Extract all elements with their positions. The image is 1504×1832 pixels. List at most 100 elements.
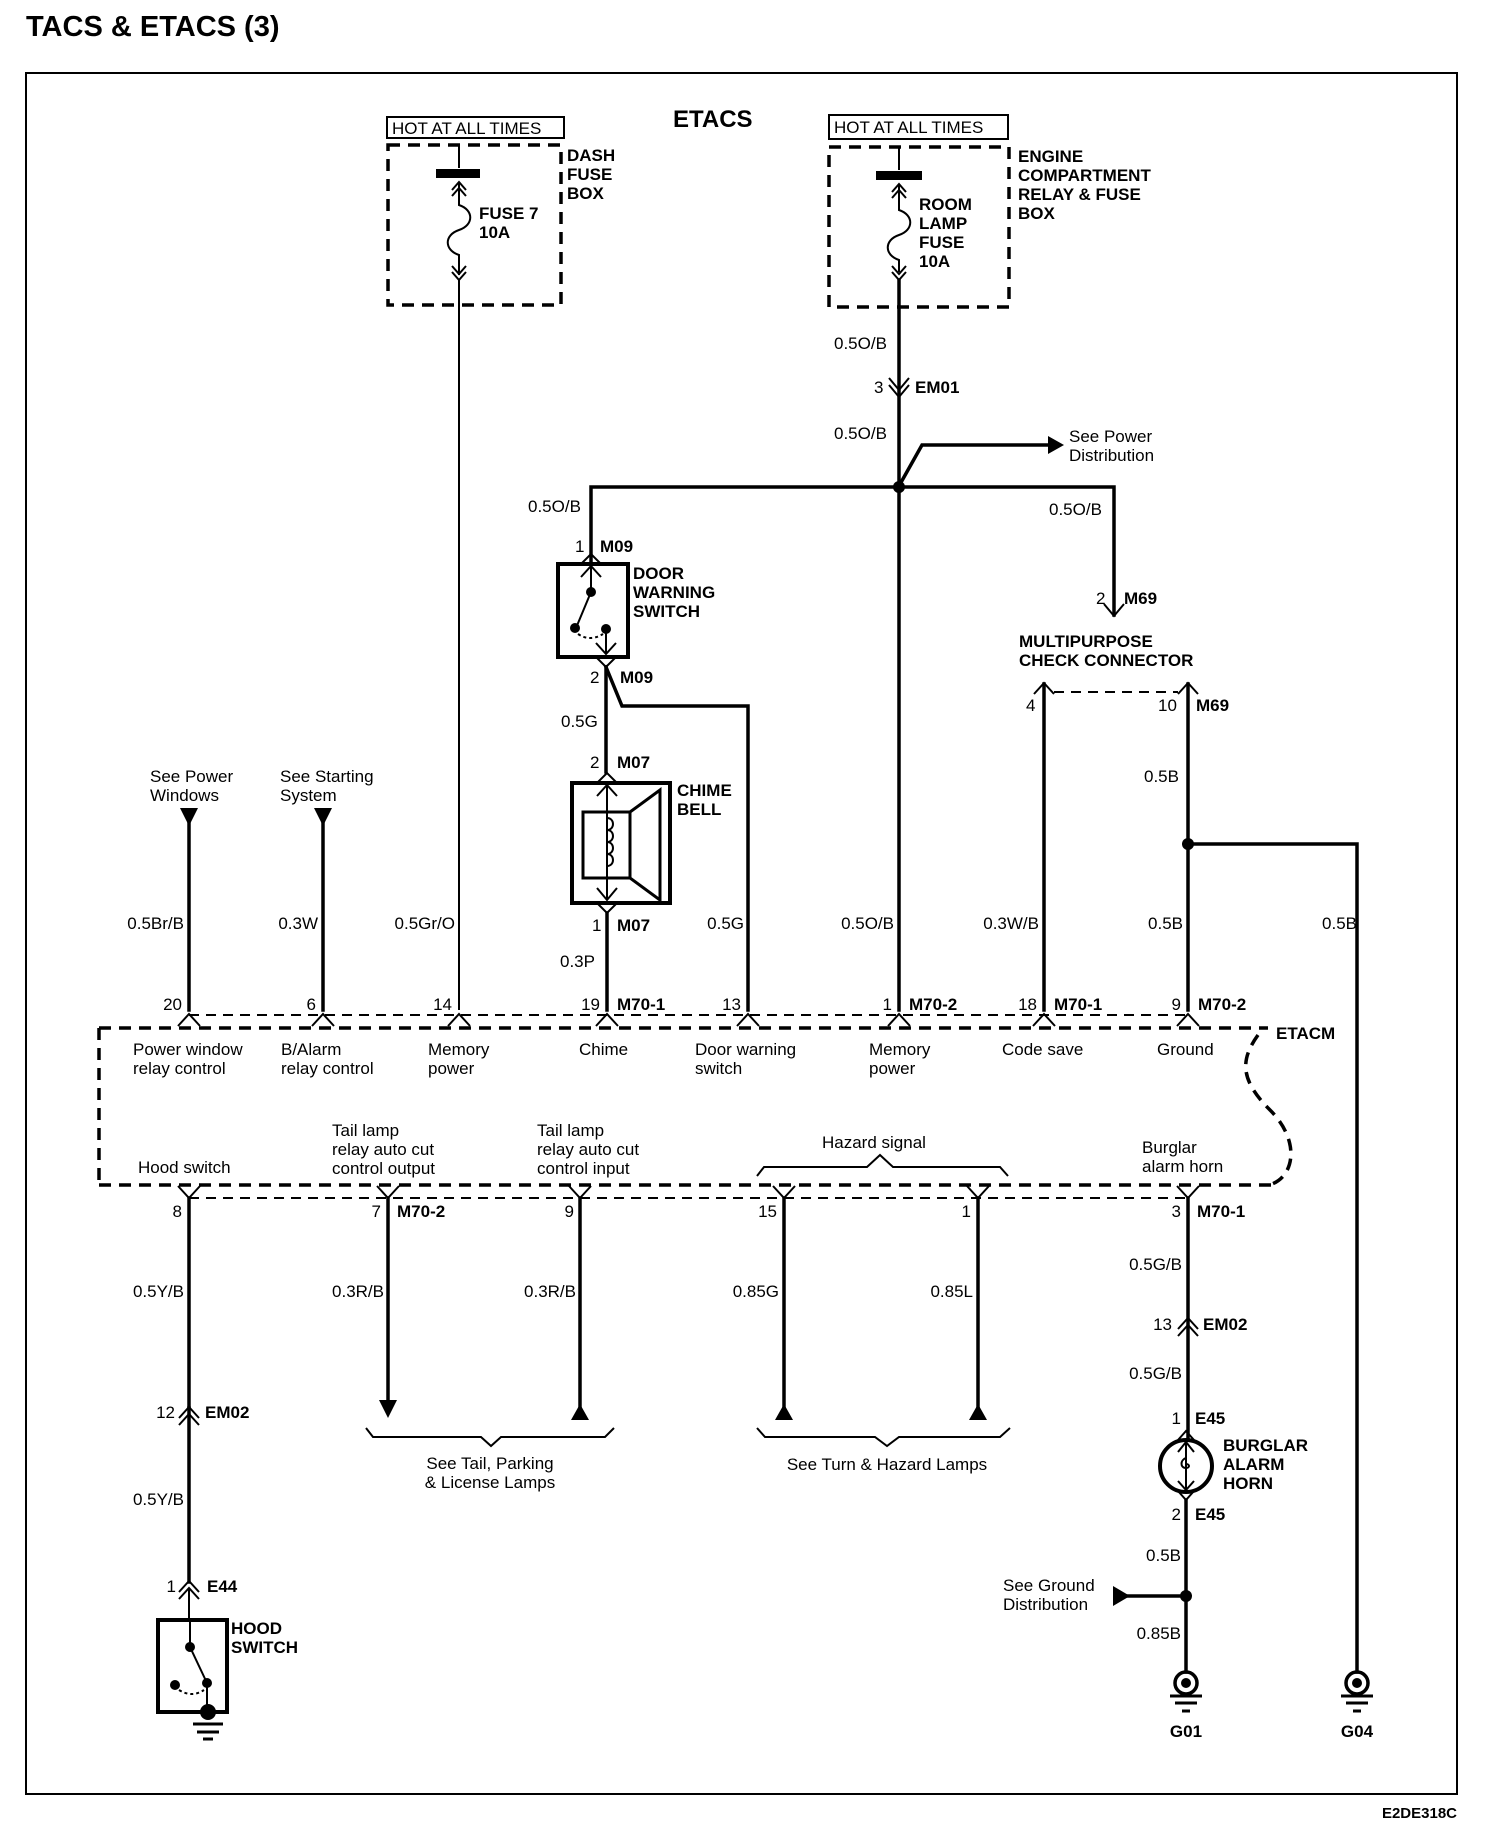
component-name: ALARM bbox=[1223, 1455, 1284, 1474]
function-label: relay auto cut bbox=[332, 1140, 434, 1159]
wire-label: 0.5B bbox=[1148, 914, 1183, 933]
reference-text[interactable]: & License Lamps bbox=[425, 1473, 555, 1492]
door-warning-switch: 1 M09 DOOR WARNING SWITCH 2 M09 0.5G bbox=[556, 537, 750, 1012]
connector-id: M70-2 bbox=[909, 995, 957, 1014]
function-label: Hood switch bbox=[138, 1158, 231, 1177]
diagram-frame bbox=[25, 72, 1458, 1795]
function-label: relay control bbox=[133, 1059, 226, 1078]
reference-text[interactable]: Windows bbox=[150, 786, 219, 805]
hot-at-all-times-box bbox=[828, 114, 1009, 140]
hot-label: HOT AT ALL TIMES bbox=[392, 119, 541, 138]
wire-label: 0.5G bbox=[707, 914, 744, 933]
arrow-up-icon bbox=[969, 1404, 987, 1420]
fuse-label: ROOM bbox=[919, 195, 972, 214]
ground-label: G01 bbox=[1170, 1722, 1202, 1741]
wire-label: 0.3R/B bbox=[524, 1282, 576, 1301]
wire-label: 0.5B bbox=[1144, 767, 1179, 786]
pin-number: 1 bbox=[883, 995, 892, 1014]
page-title: TACS & ETACS (3) bbox=[26, 11, 279, 43]
component-name: HORN bbox=[1223, 1474, 1273, 1493]
connector-icon bbox=[1103, 603, 1125, 618]
connector-id: M70-1 bbox=[1054, 995, 1102, 1014]
reference-text[interactable]: See Power bbox=[1069, 427, 1152, 446]
fuse-label: LAMP bbox=[919, 214, 967, 233]
arrow-right-icon bbox=[1048, 436, 1064, 454]
pin-number: 9 bbox=[1172, 995, 1181, 1014]
function-label: Tail lamp bbox=[537, 1121, 604, 1140]
arrow-down-icon bbox=[180, 808, 198, 826]
pin-number: 1 bbox=[1172, 1409, 1181, 1428]
wire-label: 0.5Y/B bbox=[133, 1282, 184, 1301]
connector-id: E45 bbox=[1195, 1409, 1225, 1428]
reference-text[interactable]: Distribution bbox=[1003, 1595, 1088, 1614]
connector-id: M70-2 bbox=[1198, 995, 1246, 1014]
wire-g04 bbox=[1186, 842, 1359, 1674]
box-name-line: DASH bbox=[567, 146, 615, 165]
component-name: SWITCH bbox=[633, 602, 700, 621]
wire-label: 0.5O/B bbox=[841, 914, 894, 933]
fuse-icon bbox=[446, 180, 472, 282]
component-name: DOOR bbox=[633, 564, 684, 583]
reference-text[interactable]: Distribution bbox=[1069, 446, 1154, 465]
arrow-up-icon bbox=[775, 1404, 793, 1420]
reference-text[interactable]: See Ground bbox=[1003, 1576, 1095, 1595]
top-wiring: 0.5O/B 3 EM01 0.5O/B See Power Distribut… bbox=[458, 278, 1157, 1012]
function-label: Ground bbox=[1157, 1040, 1214, 1059]
pin-number: 2 bbox=[1172, 1505, 1181, 1524]
function-label: Burglar bbox=[1142, 1138, 1197, 1157]
coil-icon bbox=[606, 817, 614, 867]
box-name-line: BOX bbox=[567, 184, 605, 203]
connector-id: M69 bbox=[1124, 589, 1157, 608]
wire-see-power-distribution bbox=[896, 443, 1052, 489]
fuse-label: FUSE bbox=[919, 233, 964, 252]
pin-number: 12 bbox=[156, 1403, 175, 1422]
function-label: Memory bbox=[428, 1040, 490, 1059]
function-label: control output bbox=[332, 1159, 435, 1178]
component-name: MULTIPURPOSE bbox=[1019, 632, 1153, 651]
arrow-right-icon bbox=[1113, 1586, 1130, 1606]
pin-number: 1 bbox=[575, 537, 584, 556]
arrow-up-icon bbox=[571, 1404, 589, 1420]
reference-text[interactable]: See Turn & Hazard Lamps bbox=[787, 1455, 987, 1474]
fuse-box-outline bbox=[386, 143, 563, 307]
function-label: power bbox=[428, 1059, 475, 1078]
wire-label: 0.85L bbox=[930, 1282, 973, 1301]
pin-number: 2 bbox=[590, 668, 599, 687]
wire-label: 0.3R/B bbox=[332, 1282, 384, 1301]
etacm-module: ETACM 20 6 14 19 M70-1 13 1 M70-2 18 M70… bbox=[97, 995, 1335, 1221]
pin-number: 15 bbox=[758, 1202, 777, 1221]
pin-number: 8 bbox=[173, 1202, 182, 1221]
bus-bar-icon bbox=[876, 171, 922, 180]
wire-label: 0.5Gr/O bbox=[395, 914, 455, 933]
pin-number: 18 bbox=[1018, 995, 1037, 1014]
function-label: Hazard signal bbox=[822, 1133, 926, 1152]
reference-text[interactable]: See Starting bbox=[280, 767, 374, 786]
reference-text[interactable]: See Tail, Parking bbox=[426, 1454, 553, 1473]
reference-text[interactable]: System bbox=[280, 786, 337, 805]
wire-label: 0.5O/B bbox=[834, 424, 887, 443]
arrow-down-icon bbox=[379, 1400, 397, 1418]
tail-lamps-bracket bbox=[365, 1427, 615, 1448]
chime-bell: 2 M07 CHIME BELL 1 M07 0.3P bbox=[560, 753, 732, 1012]
wire-label: 0.5O/B bbox=[834, 334, 887, 353]
function-label: Tail lamp bbox=[332, 1121, 399, 1140]
wire-label: 0.5G/B bbox=[1129, 1364, 1182, 1383]
function-label: control input bbox=[537, 1159, 630, 1178]
pin-number: 2 bbox=[1096, 589, 1105, 608]
connector-id: E44 bbox=[207, 1577, 238, 1596]
module-label: ETACM bbox=[1276, 1024, 1335, 1043]
function-label: relay control bbox=[281, 1059, 374, 1078]
wire-door-warning-13 bbox=[603, 664, 750, 1012]
wire-label: 0.3W/B bbox=[983, 914, 1039, 933]
hot-at-all-times-box bbox=[386, 116, 565, 139]
box-name-line: COMPARTMENT bbox=[1018, 166, 1151, 185]
reference-text[interactable]: See Power bbox=[150, 767, 233, 786]
box-name-line: RELAY & FUSE bbox=[1018, 185, 1141, 204]
wire-label: 0.85G bbox=[733, 1282, 779, 1301]
connector-id: M70-1 bbox=[1197, 1202, 1245, 1221]
function-label: Chime bbox=[579, 1040, 628, 1059]
pin-number: 4 bbox=[1026, 696, 1035, 715]
junction-dot bbox=[893, 481, 905, 493]
ground-label: G04 bbox=[1341, 1722, 1374, 1741]
ground-g04: G04 bbox=[1341, 1670, 1374, 1741]
